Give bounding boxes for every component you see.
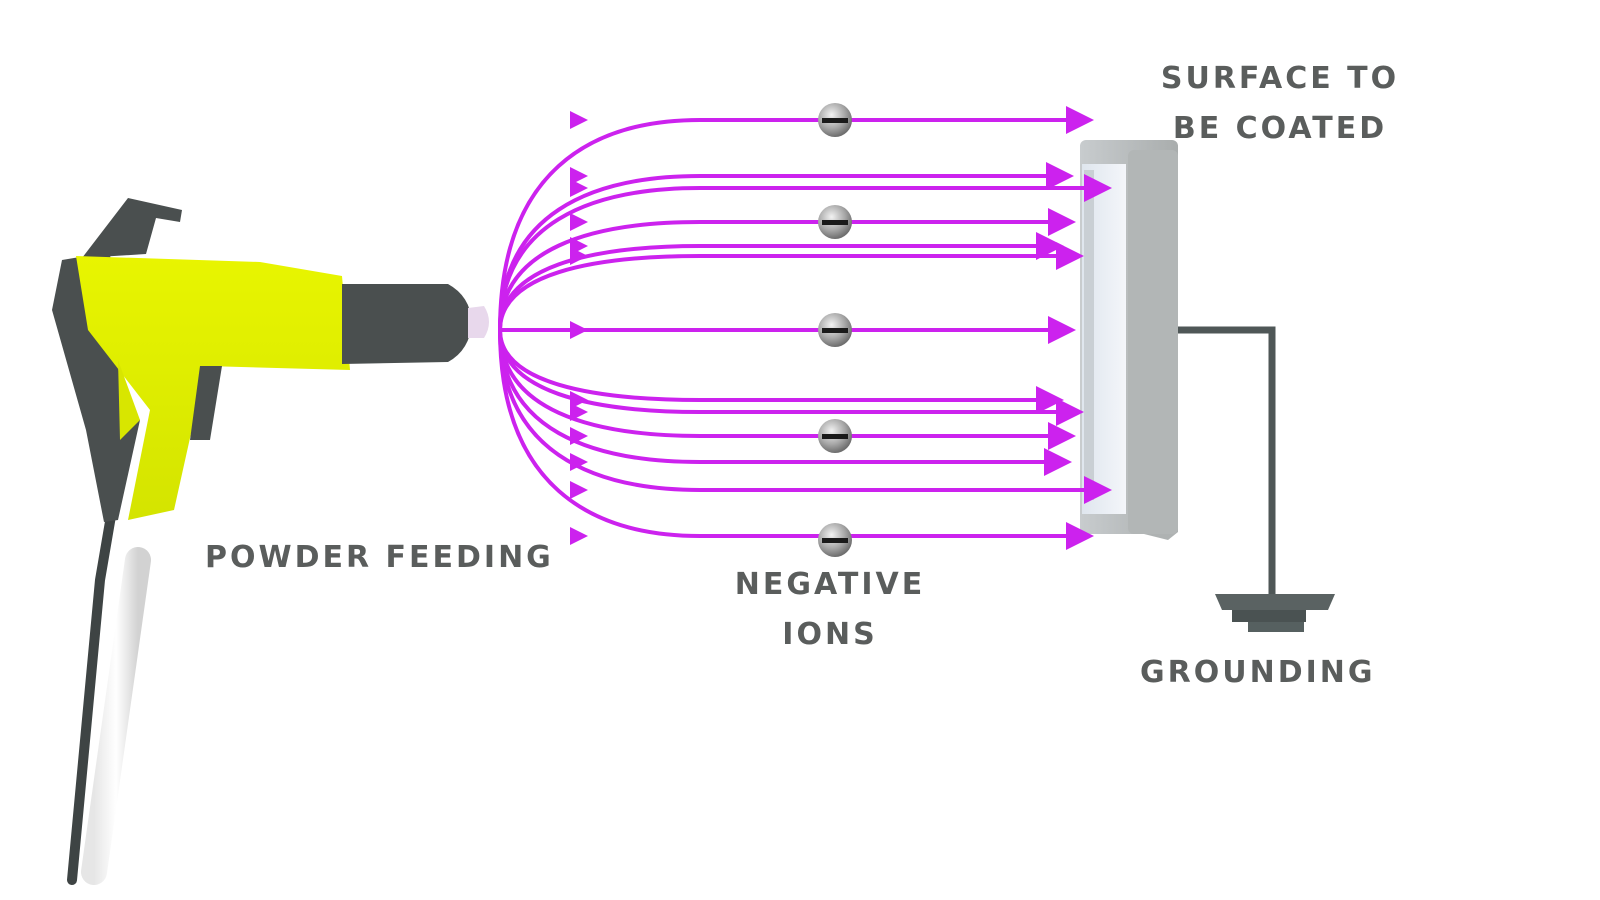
grounding-label: GROUNDING — [1140, 655, 1376, 690]
minus-icon — [822, 220, 848, 225]
field-arrow — [570, 179, 588, 197]
minus-icon — [822, 328, 848, 333]
negative-ion — [818, 103, 852, 137]
field-line — [498, 329, 1064, 414]
powder-feeding-label: POWDER FEEDING — [205, 540, 554, 575]
negative-ion — [818, 523, 852, 557]
field-line — [498, 329, 1076, 450]
coated-surface-panel — [1080, 140, 1178, 540]
field-arrow — [570, 321, 588, 339]
electric-field-lines — [498, 106, 1112, 550]
field-arrow — [570, 247, 588, 265]
field-arrow — [570, 527, 588, 545]
minus-icon — [822, 538, 848, 543]
surface-label: SURFACE TO BE COATED — [1150, 54, 1410, 154]
negative-ion — [818, 419, 852, 453]
negative-ions-label-line1: NEGATIVE — [734, 567, 926, 602]
field-line — [498, 162, 1074, 331]
surface-label-line1: SURFACE TO — [1160, 61, 1400, 96]
field-line — [498, 242, 1084, 331]
field-line — [498, 329, 1112, 504]
field-line — [498, 208, 1076, 331]
minus-icon — [822, 434, 848, 439]
field-line — [498, 329, 1094, 550]
negative-ions — [818, 103, 852, 557]
field-line — [498, 329, 1072, 476]
powder-hose — [67, 505, 151, 885]
ground-rod — [1150, 326, 1335, 632]
negative-ion — [818, 205, 852, 239]
spray-gun — [52, 198, 489, 522]
field-line — [498, 174, 1112, 331]
field-arrow — [570, 481, 588, 499]
negative-ions-label-line2: IONS — [782, 617, 878, 652]
field-arrow — [570, 403, 588, 421]
field-arrow — [570, 213, 588, 231]
negative-ions-label: NEGATIVE IONS — [720, 560, 940, 660]
minus-icon — [822, 118, 848, 123]
field-line — [498, 106, 1094, 331]
field-arrow — [570, 167, 588, 185]
field-line — [498, 329, 1084, 426]
negative-ion — [818, 313, 852, 347]
surface-label-line2: BE COATED — [1172, 111, 1388, 146]
field-arrow — [570, 111, 588, 129]
